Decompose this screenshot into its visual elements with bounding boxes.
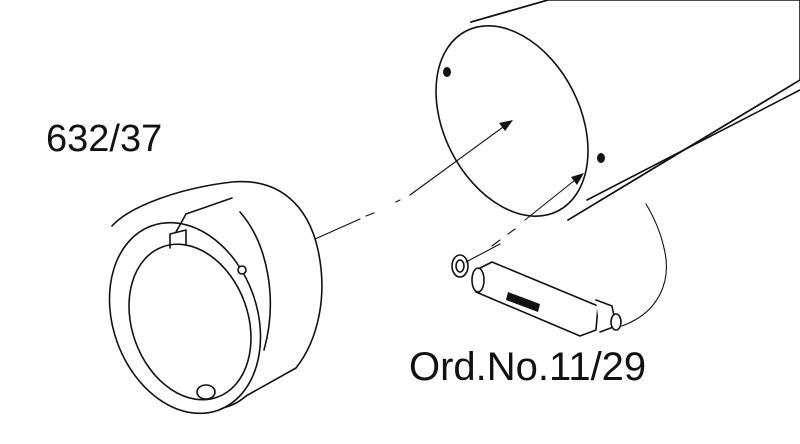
threaded-pin	[451, 203, 667, 337]
tube-hole-top	[443, 67, 451, 77]
tube-hole-right	[597, 153, 605, 163]
ring-screw-hole-bottom	[196, 384, 216, 400]
arrow-head-upper	[499, 120, 513, 131]
ring-split	[169, 229, 187, 249]
split-ring	[108, 180, 323, 415]
ring-bore	[128, 243, 252, 401]
tube	[435, 0, 800, 221]
ring-screw-hole-top	[237, 265, 247, 275]
order-number-label: Ord.No.11/29	[409, 345, 647, 389]
pin-cable	[621, 203, 667, 327]
pin-knurl	[506, 292, 540, 312]
arrow-head-lower	[571, 173, 584, 185]
part-number-label: 632/37	[46, 118, 163, 160]
